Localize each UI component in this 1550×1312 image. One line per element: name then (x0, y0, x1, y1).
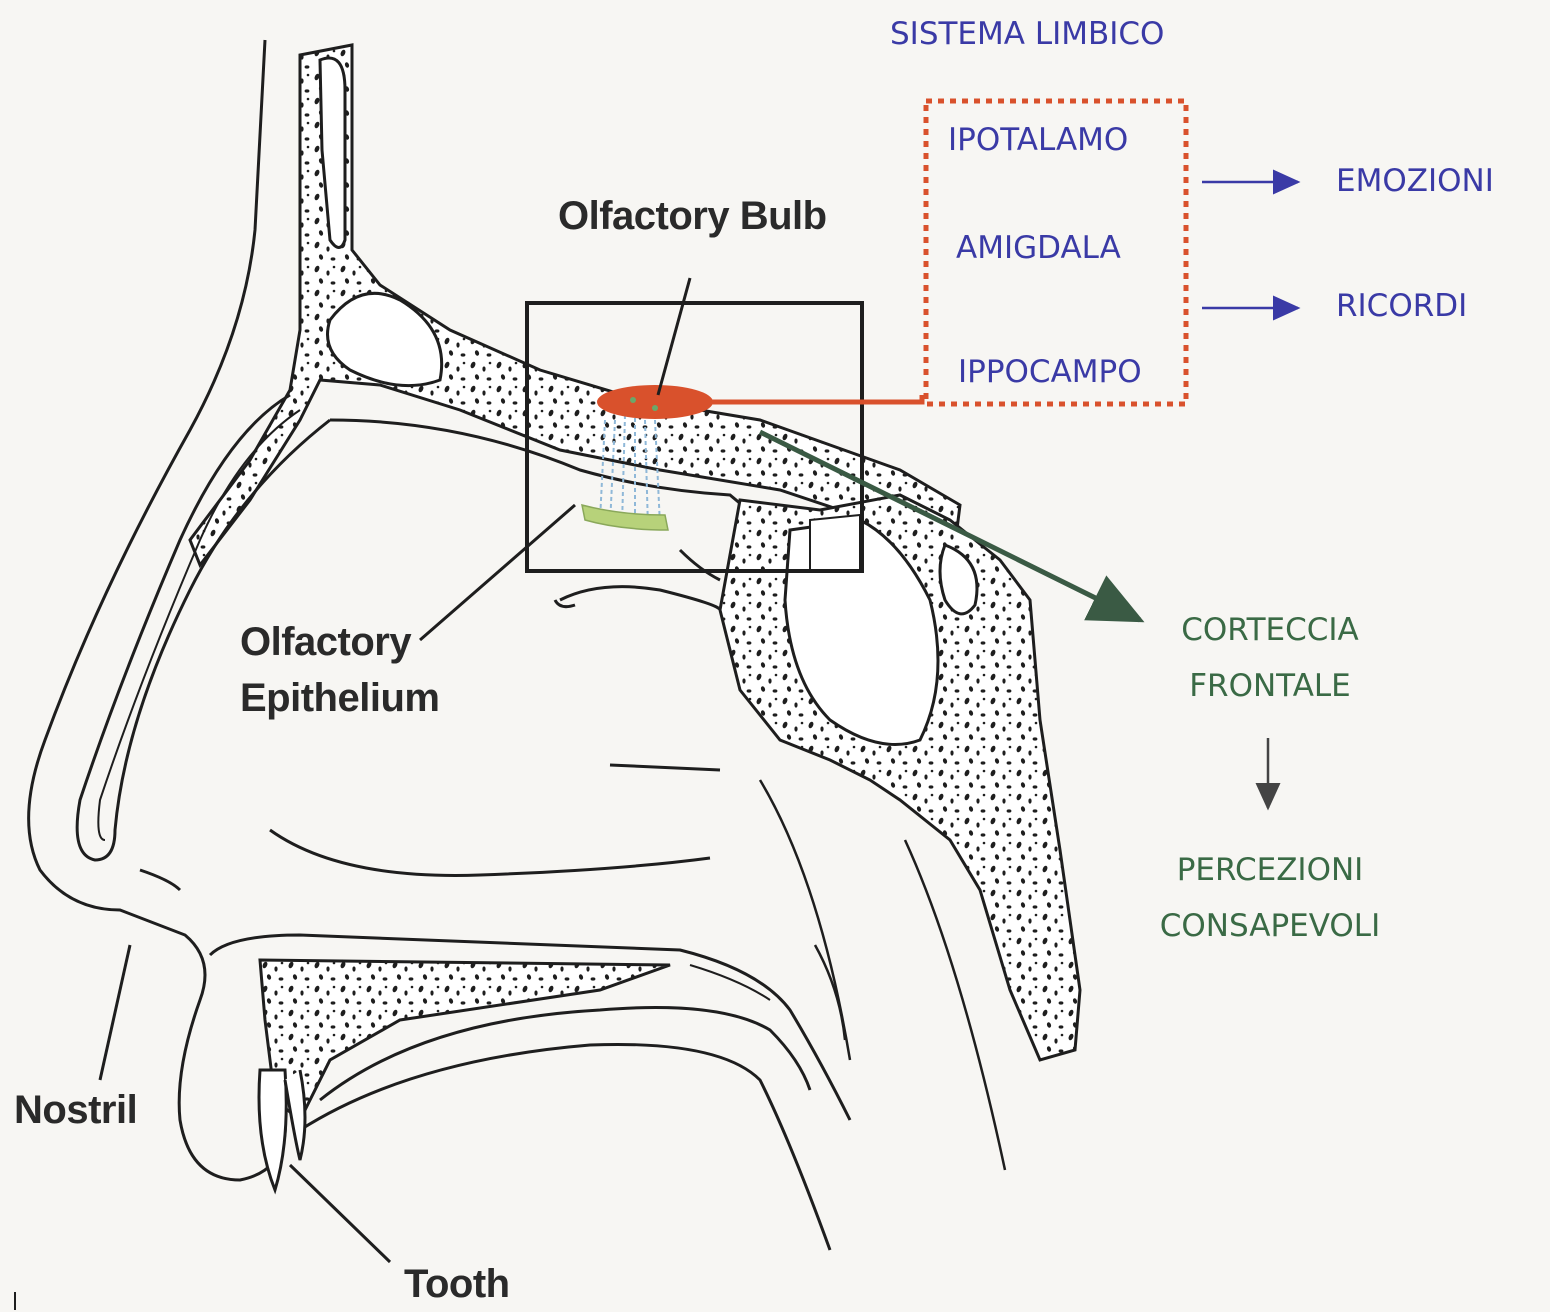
olfactory-bulb-shape (597, 385, 713, 419)
limbic-item-amigdala: AMIGDALA (956, 230, 1121, 267)
middle-turbinate (610, 765, 720, 770)
output-emozioni: EMOZIONI (1336, 163, 1494, 200)
tooth-label: Tooth (404, 1260, 510, 1308)
cortex-label-line2: FRONTALE (1150, 668, 1390, 705)
cortex-label-line1: CORTECCIA (1150, 612, 1390, 649)
nostril-label: Nostril (14, 1086, 137, 1134)
nostril-leader-line (100, 945, 130, 1080)
tooth-leader-line (290, 1165, 390, 1262)
inferior-turbinate (270, 830, 710, 875)
limbic-item-ipotalamo: IPOTALAMO (948, 122, 1128, 159)
olfactory-epithelium-label-line2: Epithelium (240, 674, 439, 722)
output-ricordi: RICORDI (1336, 288, 1467, 325)
perceptions-label-line2: CONSAPEVOLI (1140, 908, 1400, 945)
nose-profile (29, 40, 286, 1180)
limbic-system-title: SISTEMA LIMBICO (890, 16, 1164, 53)
olfactory-bulb-label: Olfactory Bulb (558, 192, 827, 240)
limbic-item-ippocampo: IPPOCAMPO (958, 354, 1142, 391)
bulb-to-limbic-line (705, 395, 922, 402)
superior-turbinate (560, 587, 720, 610)
olfactory-epithelium-label-line1: Olfactory (240, 618, 411, 666)
bulb-leader-line (658, 278, 690, 395)
perceptions-label-line1: PERCEZIONI (1140, 852, 1400, 889)
hard-palate (260, 960, 670, 1120)
olfactory-epithelium-shape (582, 505, 668, 530)
